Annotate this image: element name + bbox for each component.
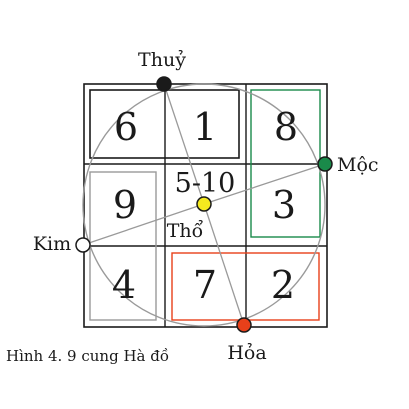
cell-5-10: 5-10 [175, 168, 236, 199]
south-label: Hỏa [227, 342, 266, 364]
north-label: Thuỷ [138, 49, 186, 71]
west-label: Kim [33, 233, 71, 255]
line-west-to-center [82, 203, 205, 246]
line-center-to-south [203, 203, 245, 326]
outer-circle [82, 83, 326, 327]
cell-1: 1 [193, 105, 217, 149]
east-dot [317, 156, 333, 172]
north-dot [156, 76, 172, 92]
cell-3: 3 [272, 183, 296, 227]
center-dot [196, 196, 212, 212]
line-north-to-center [163, 83, 205, 205]
cell-9: 9 [113, 183, 137, 227]
cell-7: 7 [193, 263, 217, 307]
cell-6: 6 [114, 105, 138, 149]
east-label: Mộc [337, 154, 379, 176]
west-dot [75, 237, 91, 253]
center-label: Thổ [167, 220, 204, 242]
south-dot [236, 317, 252, 333]
cell-2: 2 [271, 263, 295, 307]
figure-caption: Hình 4. 9 cung Hà đồ [6, 347, 169, 365]
cell-8: 8 [274, 105, 298, 149]
cell-4: 4 [112, 263, 136, 307]
line-center-to-east [203, 163, 326, 205]
